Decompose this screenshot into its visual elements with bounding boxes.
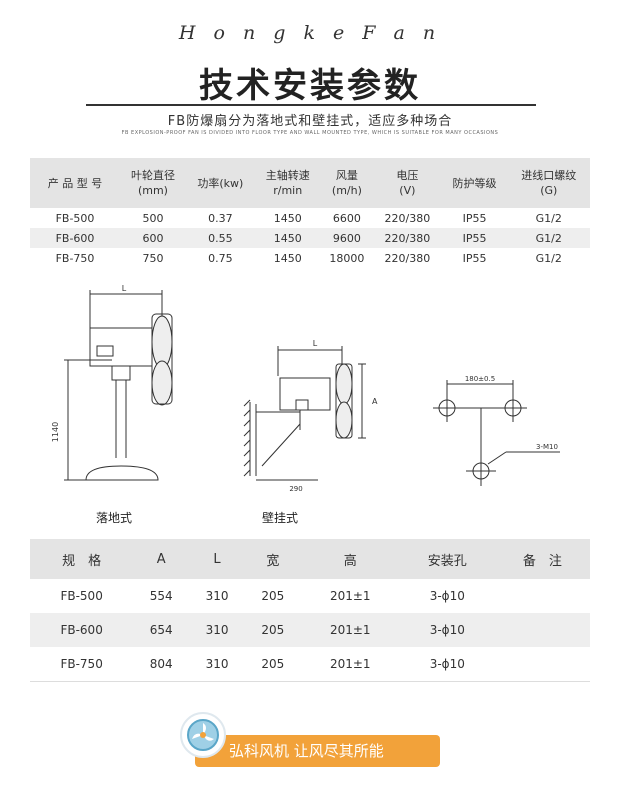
- cell-speed: 1450: [254, 228, 321, 248]
- spec-header: 叶轮直径(mm): [120, 158, 186, 208]
- cell-airflow: 6600: [332, 211, 361, 225]
- fan-logo-icon: [180, 712, 226, 758]
- cell-a: 554: [149, 589, 173, 603]
- table-row: FB-500 500 0.37 1450 6600 220/380 IP55 G…: [30, 208, 590, 228]
- spec-header: 进线口螺纹(G): [507, 158, 590, 208]
- dim-header: L: [189, 539, 245, 579]
- cell-width: 205: [244, 647, 301, 682]
- cell-height: 201±1: [300, 647, 400, 682]
- cell-voltage: 220/380: [373, 228, 442, 248]
- cell-power: 0.55: [185, 228, 255, 248]
- dim-header: 备 注: [494, 539, 590, 579]
- cell-notes: [494, 647, 590, 682]
- cell-holes: 3-ϕ10: [399, 647, 495, 682]
- dim-header: 安装孔: [399, 539, 495, 579]
- cell-diameter: 500: [142, 211, 164, 225]
- cell-l: 310: [205, 589, 229, 603]
- spec-header: 产 品 型 号: [30, 158, 120, 208]
- cell-protection: IP55: [462, 251, 487, 265]
- cell-model: FB-750: [55, 251, 95, 265]
- floor-l-label: L: [122, 284, 127, 293]
- cell-protection: IP55: [441, 228, 508, 248]
- cell-model: FB-500: [60, 589, 103, 603]
- table-row: FB-750 750 0.75 1450 18000 220/380 IP55 …: [30, 248, 590, 268]
- cell-diameter: 750: [142, 251, 164, 265]
- cell-airflow: 9600: [320, 228, 374, 248]
- cell-power: 0.75: [208, 251, 233, 265]
- cell-voltage: 220/380: [384, 211, 431, 225]
- cell-a: 654: [133, 613, 190, 647]
- page-title: 技术安装参数: [199, 66, 421, 106]
- subtitle-english: FB EXPLOSION-PROOF FAN IS DIVIDED INTO F…: [121, 130, 499, 136]
- cell-height: 201±1: [300, 613, 400, 647]
- wall-fan-drawing: [243, 346, 366, 481]
- cell-speed: 1450: [273, 251, 302, 265]
- cell-voltage: 220/380: [384, 251, 431, 265]
- hole-label: 3-M10: [536, 443, 558, 451]
- cell-thread: G1/2: [507, 228, 590, 248]
- dim-header: 宽: [244, 539, 301, 579]
- cell-diameter: 600: [120, 228, 186, 248]
- dim-header-row: 规 格 A L 宽 高 安装孔 备 注: [30, 539, 590, 579]
- cell-l: 310: [189, 613, 245, 647]
- floor-caption: 落地式: [96, 511, 133, 525]
- table-row: FB-600 654 310 205 201±1 3-ϕ10: [30, 613, 590, 647]
- floor-height-label: 1140: [51, 422, 60, 442]
- cell-protection: IP55: [462, 211, 487, 225]
- cell-thread: G1/2: [535, 211, 562, 225]
- subtitle: FB防爆扇分为落地式和壁挂式，适应多种场合: [167, 114, 453, 129]
- cell-l: 310: [189, 647, 245, 682]
- cell-width: 205: [244, 613, 301, 647]
- cell-model: FB-500: [55, 211, 95, 225]
- dim-header: 高: [300, 539, 400, 579]
- cell-notes: [495, 579, 590, 613]
- cell-speed: 1450: [273, 211, 302, 225]
- cell-model: FB-750: [30, 647, 134, 682]
- wall-caption: 壁挂式: [262, 511, 299, 525]
- cell-thread: G1/2: [535, 251, 562, 265]
- cell-holes: 3-ϕ10: [429, 589, 465, 603]
- cell-width: 205: [261, 589, 285, 603]
- diagram-drawings: 1140 L L A 290: [51, 284, 560, 493]
- slogan-text: 弘科风机 让风尽其所能: [229, 742, 384, 760]
- title-divider: [86, 104, 536, 106]
- spec-header: 电压(V): [373, 158, 442, 208]
- spec-header: 风量(m/h): [320, 158, 374, 208]
- table-row: FB-500 554 310 205 201±1 3-ϕ10: [30, 579, 590, 613]
- cell-airflow: 18000: [329, 251, 365, 265]
- spec-header: 防护等级: [441, 158, 508, 208]
- floor-fan-drawing: [64, 290, 173, 481]
- slogan-banner: 弘科风机 让风尽其所能: [195, 735, 440, 767]
- cell-height: 201±1: [329, 589, 371, 603]
- cell-model: FB-600: [30, 613, 134, 647]
- dim-header: 规 格: [30, 539, 134, 579]
- installation-diagrams: 1140 L L A 290: [0, 280, 620, 530]
- hole-pattern-drawing: [433, 380, 560, 486]
- wall-290-label: 290: [289, 485, 302, 493]
- cell-model: FB-600: [30, 228, 120, 248]
- cell-holes: 3-ϕ10: [399, 613, 495, 647]
- table-row: FB-600 600 0.55 1450 9600 220/380 IP55 G…: [30, 228, 590, 248]
- table-row: FB-750 804 310 205 201±1 3-ϕ10: [30, 647, 590, 682]
- dim-header: A: [133, 539, 190, 579]
- cell-notes: [494, 613, 590, 647]
- cell-a: 804: [133, 647, 190, 682]
- spec-header: 功率(kw): [185, 158, 255, 208]
- cell-power: 0.37: [208, 211, 233, 225]
- hole-spacing-label: 180±0.5: [465, 375, 495, 383]
- wall-a-label: A: [372, 397, 378, 406]
- wall-l-label: L: [313, 339, 318, 348]
- dimension-table: 规 格 A L 宽 高 安装孔 备 注 FB-500 554 310 205 2…: [30, 539, 590, 682]
- brand-name: H o n g k e F a n: [178, 22, 442, 44]
